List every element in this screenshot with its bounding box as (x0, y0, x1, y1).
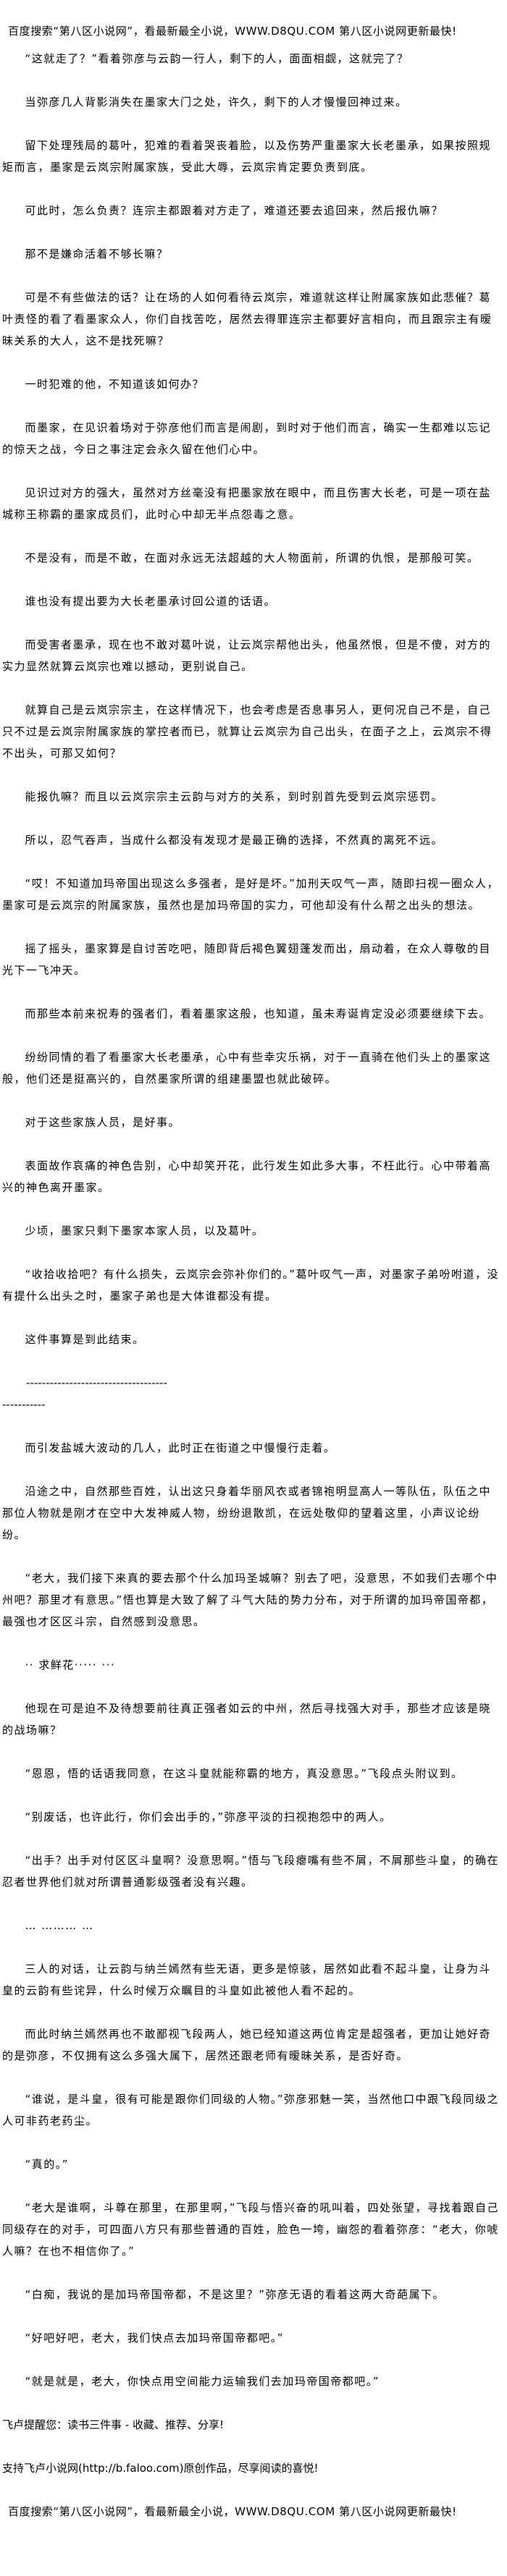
paragraph: 这件事算是到此结束。 (25, 1333, 145, 1346)
paragraph: “恩恩，悟的话语我同意，在这斗皇就能称霸的地方，真没意思。”飞段点头附议到。 (25, 1767, 464, 1780)
paragraph: 三人的对话，让云韵与纳兰嫣然有些无语，更多是惊骇，居然如此看不起斗皇，让身为斗皇… (2, 1962, 492, 1997)
paragraph: 不是没有，而是不敢，在面对永远无法超越的大人物面前，所谓的仇恨，是那般可笑。 (25, 551, 479, 564)
paragraph: 一时犯难的他，不知道该如何办？ (25, 378, 205, 391)
paragraph: “老大，我们接下来真的要去那个什么加玛圣城嘛？别去了吧，没意思，不如我们去哪个中… (2, 1572, 498, 1628)
paragraph: 所以，忍气吞声，当成什么都没有发现才是最正确的选择，不然真的离死不远。 (25, 834, 444, 847)
paragraph: 可此时，怎么负责？连宗主都跟着对方走了，难道还要去追回来，然后报仇嘛？ (25, 204, 444, 217)
paragraph: 就算自己是云岚宗宗主，在这样情况下，也会考虑是否息事另人，更何况自己不是，自己只… (2, 703, 493, 760)
divider-line-2: ----------- (2, 1398, 46, 1411)
paragraph: … ……… … (25, 1919, 94, 1932)
paragraph: “老大是谁啊，斗尊在那里，在那里啊，”飞段与悟兴奋的吼叫着，四处张望，寻找着跟自… (2, 2201, 500, 2258)
paragraph: 少顷，墨家只剩下墨家本家人员，以及葛叶。 (25, 1224, 264, 1237)
paragraph: “谁说，是斗皇，很有可能是跟你们同级的人物。”弥彦邪魅一笑，当然他口中跟飞段同级… (2, 2093, 500, 2127)
paragraph: 见识过对方的强大，虽然对方丝毫没有把墨家放在眼中，而且伤害大长老，可是一项在盐城… (2, 486, 492, 521)
paragraph: 而受害者墨承，现在也不敢对葛叶说，让云岚宗帮他出头，他虽然恨，但是不傻，对方的实… (2, 638, 492, 673)
paragraph: “这就走了？”看着弥彦与云韵一行人，剩下的人，面面相觑，这就完了？ (25, 52, 409, 65)
paragraph: 他现在可是迫不及待想要前往真正强者如云的中州，然后寻找强大对手，那些才应该是晓的… (2, 1702, 492, 1737)
paragraph: 而那些本前来祝寿的强者们，看着墨家这般，也知道，虽未寿诞肯定没必须要继续下去。 (25, 1007, 492, 1020)
section-divider: ------------------------------------ ---… (2, 1372, 501, 1415)
paragraph: 表面故作哀痛的神色告别，心中却笑开花，此行发生如此多大事，不枉此行。心中带着高兴… (2, 1159, 492, 1194)
header-promo-banner: 百度搜索“第八区小说网”，看最新最全小说，WWW.D8QU.COM 第八区小说网… (8, 25, 457, 38)
paragraph: “白痴，我说的是加玛帝国帝都，不是这里？”弥彦无语的看着这两大奇葩属下。 (25, 2288, 445, 2301)
paragraph: 沿途之中，自然那些百姓，认出这只身着华丽风衣或者锦袍明显高人一等队伍，队伍之中那… (2, 1485, 492, 1541)
footer-support-link[interactable]: 支持飞卢小说网(http://b.faloo.com)原创作品，尽享阅读的喜悦! (2, 2462, 319, 2475)
paragraph: 而此时纳兰嫣然再也不敢鄙视飞段两人，她已经知道这两位肯定是超强者，更加让她好奇的… (2, 2028, 492, 2062)
paragraph: “出手？出手对付区区斗皇啊？没意思啊。”悟与飞段瘪嘴有些不屑，不屑那些斗皇，的确… (2, 1854, 500, 1889)
paragraph: 而引发盐城大波动的几人，此时正在街道之中慢慢行走着。 (25, 1441, 336, 1454)
chapter-body-part-1: “这就走了？”看着弥彦与云韵一行人，剩下的人，面面相觑，这就完了？ 当弥彦几人背影… (2, 48, 501, 1350)
paragraph: 当弥彦几人背影消失在墨家大门之处，许久，剩下的人才慢慢回神过来。 (25, 96, 408, 109)
paragraph: 能报仇嘛？而且以云岚宗宗主云韵与对方的关系，到时别首先受到云岚宗惩罚。 (25, 790, 444, 803)
paragraph: 摇了摇头，墨家算是自讨苦吃吧，随即背后褐色翼翅蓬发而出，扇动着，在众人尊敬的目光… (2, 942, 492, 977)
paragraph: 可是不有些做法的话？让在场的人如何看待云岚宗，难道就这样让附属家族如此悲催？葛叶… (2, 291, 493, 347)
paragraph: “收拾收拾吧？有什么损失，云岚宗会弥补你们的。”葛叶叹气一声，对墨家子弟吩咐道，… (2, 1268, 500, 1302)
chapter-page: 百度搜索“第八区小说网”，看最新最全小说，WWW.D8QU.COM 第八区小说网… (2, 25, 501, 2518)
paragraph: ·· 求鲜花····· ··· (25, 1658, 116, 1672)
paragraph: “真的。” (25, 2158, 70, 2171)
chapter-body-part-2: 而引发盐城大波动的几人，此时正在街道之中慢慢行走着。沿途之中，自然那些百姓，认出… (2, 1437, 501, 2392)
divider-line-1: ------------------------------------ (26, 1376, 167, 1389)
paragraph: 留下处理残局的葛叶，犯难的看着哭丧着脸，以及伤势严重墨家大长老墨承，如果按照规矩… (2, 139, 492, 174)
footer-reminder: 飞卢提醒您：读书三件事 - 收藏、推荐、分享! (2, 2418, 224, 2431)
paragraph: 谁也没有提出要为大长老墨承讨回公道的话语。 (25, 595, 277, 608)
paragraph: 而墨家，在见识着场对于弥彦他们而言是闹剧，到时对于他们而言，确实一生都难以忘记的… (2, 421, 492, 456)
footer-promo-banner: 百度搜索“第八区小说网”，看最新最全小说，WWW.D8QU.COM 第八区小说网… (8, 2505, 457, 2518)
paragraph: 纷纷同情的看了看墨家大长老墨承，心中有些幸灾乐祸，对于一直骑在他们头上的墨家这般… (2, 1051, 492, 1085)
paragraph: “哎！不知道加玛帝国出现这么多强者，是好是坏。”加刑天叹气一声，随即扫视一圈众人… (2, 877, 500, 912)
paragraph: 对于这些家族人员，是好事。 (25, 1116, 181, 1129)
paragraph: “别废话，也许此行，你们会出手的，”弥彦平淡的扫视抱怨中的两人。 (25, 1810, 392, 1823)
paragraph: “好吧好吧，老大，我们快点去加玛帝国帝都吧。” (25, 2331, 285, 2344)
paragraph: 那不是嫌命活着不够长嘛？ (25, 247, 169, 260)
paragraph: “就是就是，老大，你快点用空间能力运输我们去加玛帝国帝都吧。” (25, 2375, 380, 2388)
